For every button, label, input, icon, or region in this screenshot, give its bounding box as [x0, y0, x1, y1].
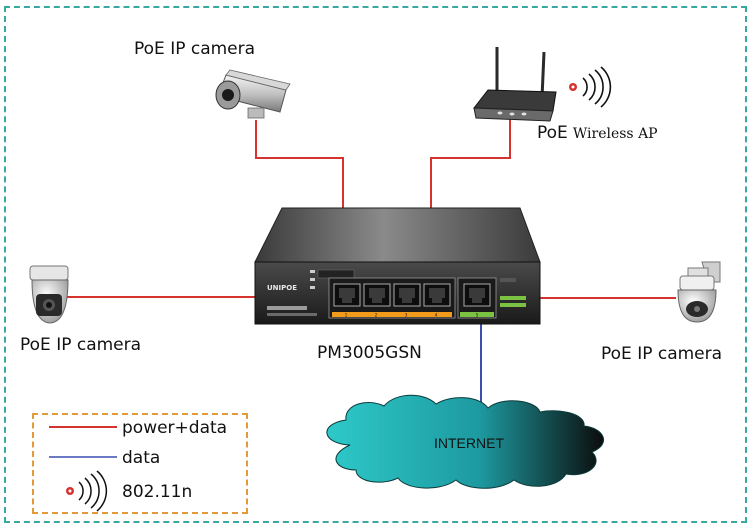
- label-wireless-ap-prefix: PoE: [537, 123, 568, 143]
- legend-wifi-icon: [66, 470, 108, 512]
- legend-item-wifi: 802.11n: [34, 481, 246, 505]
- legend: power+data data 802.11n: [32, 413, 248, 514]
- wireless-ap-icon: [473, 47, 557, 122]
- port-1: [333, 283, 361, 307]
- port-3: [393, 283, 421, 307]
- port-5-uplink: [463, 283, 491, 307]
- internet-cloud-icon: [326, 394, 605, 489]
- port-number-5: 5: [476, 313, 479, 318]
- port-2: [363, 283, 391, 307]
- label-wireless-ap-suffix: Wireless AP: [572, 126, 658, 142]
- wire-wireless-ap: [430, 118, 511, 208]
- legend-item-power-data: power+data: [34, 417, 246, 441]
- legend-item-data: data: [34, 447, 246, 471]
- label-wireless-ap: PoE Wireless AP: [537, 123, 658, 143]
- label-internet: INTERNET: [434, 435, 504, 451]
- bullet-camera-icon: [215, 69, 291, 119]
- port-number-1: 1: [345, 313, 348, 318]
- label-camera-left: PoE IP camera: [20, 335, 142, 355]
- port-number-3: 3: [405, 313, 408, 318]
- wifi-signal-icon: [569, 66, 612, 108]
- switch-brand: UNIPOE: [267, 284, 297, 292]
- port-number-2: 2: [375, 313, 378, 318]
- poe-switch-icon: UNIPOE: [254, 207, 541, 325]
- port-4: [423, 283, 451, 307]
- legend-label-data: data: [122, 448, 161, 468]
- legend-label-power-data: power+data: [122, 418, 228, 438]
- legend-label-wifi: 802.11n: [122, 482, 193, 502]
- port-number-4: 4: [435, 313, 438, 318]
- speed-dome-camera-icon: [677, 261, 721, 323]
- label-camera-right: PoE IP camera: [601, 344, 723, 364]
- diagram-frame: [4, 6, 747, 523]
- wire-camera-top: [255, 120, 344, 208]
- label-camera-top: PoE IP camera: [134, 39, 256, 59]
- label-switch-model: PM3005GSN: [317, 343, 422, 363]
- dome-camera-icon: [29, 265, 69, 324]
